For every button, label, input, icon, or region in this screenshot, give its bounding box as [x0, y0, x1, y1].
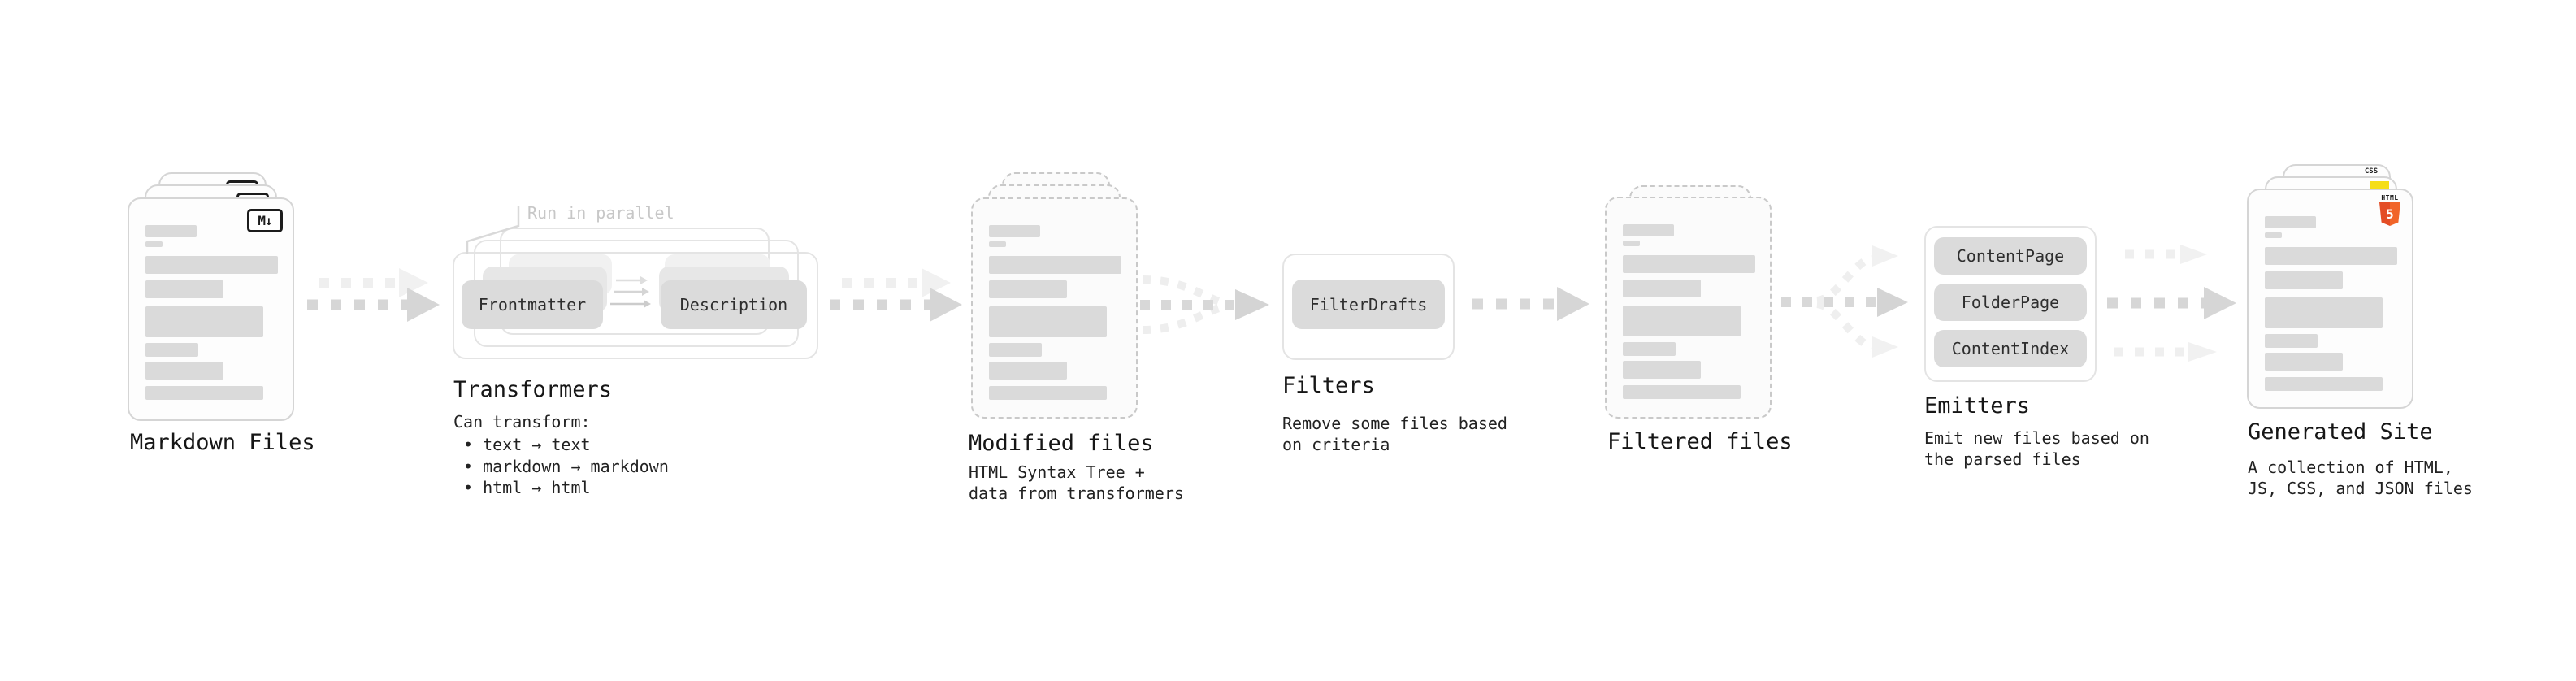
- placeholder-line: [2265, 297, 2383, 328]
- markdown-file-card-front: M↓: [128, 197, 294, 421]
- bullet-item: • text → text: [463, 435, 591, 454]
- placeholder-line: [2265, 271, 2343, 289]
- placeholder-line: [145, 386, 263, 400]
- html-file-card: HTML 5: [2247, 189, 2413, 409]
- folderpage-chip: FolderPage: [1934, 284, 2087, 321]
- transformers-bullet-list: • text → text • markdown → markdown • ht…: [453, 434, 669, 499]
- placeholder-line: [145, 225, 197, 237]
- placeholder-line: [145, 241, 163, 247]
- placeholder-line: [1623, 280, 1701, 297]
- placeholder-line: [2265, 334, 2318, 348]
- placeholder-line: [2265, 377, 2383, 391]
- merge-arrow-icon: [1140, 275, 1269, 334]
- placeholder-line: [989, 225, 1040, 237]
- contentindex-chip: ContentIndex: [1934, 330, 2087, 367]
- description-chip: Description: [661, 280, 807, 329]
- filtered-file-card-front: [1605, 197, 1772, 419]
- flow-arrow-icon: [307, 268, 440, 322]
- markdown-icon: M↓: [247, 209, 283, 232]
- html5-icon: HTML 5: [2379, 194, 2401, 226]
- filtered-files-title: Filtered files: [1607, 429, 1793, 454]
- placeholder-line: [1623, 224, 1674, 236]
- placeholder-line: [145, 362, 223, 380]
- placeholder-line: [145, 280, 223, 298]
- placeholder-line: [1623, 385, 1741, 399]
- leader-line-icon: [466, 206, 520, 254]
- placeholder-line: [989, 386, 1107, 400]
- markdown-files-title: Markdown Files: [130, 430, 315, 455]
- flow-arrow-icon: [1472, 287, 1589, 321]
- run-in-parallel-note: Run in parallel: [527, 203, 674, 223]
- placeholder-line: [1623, 361, 1701, 379]
- modified-files-title: Modified files: [969, 431, 1154, 456]
- placeholder-line: [989, 362, 1067, 380]
- placeholder-line: [145, 306, 263, 337]
- filters-box: [1282, 254, 1455, 360]
- transform-arrows-icon: [610, 276, 651, 308]
- filters-title: Filters: [1282, 373, 1375, 398]
- generated-site-caption: A collection of HTML, JS, CSS, and JSON …: [2248, 458, 2473, 498]
- placeholder-line: [989, 280, 1067, 298]
- flow-arrow-icon: [830, 268, 962, 322]
- placeholder-line: [1623, 255, 1755, 273]
- transformer-layer-box-front: [453, 252, 818, 359]
- emitters-box: [1924, 226, 2097, 382]
- generated-site-title: Generated Site: [2248, 419, 2433, 445]
- modified-files-caption: HTML Syntax Tree + data from transformer…: [969, 462, 1184, 503]
- placeholder-line: [145, 343, 198, 357]
- placeholder-line: [989, 241, 1006, 247]
- placeholder-line: [145, 256, 278, 274]
- frontmatter-chip: Frontmatter: [462, 280, 603, 329]
- placeholder-line: [989, 306, 1107, 337]
- filterdrafts-chip: FilterDrafts: [1292, 280, 1445, 329]
- placeholder-line: [2265, 353, 2343, 371]
- js-icon: [2370, 181, 2389, 189]
- modified-file-card-front: [971, 197, 1138, 419]
- placeholder-line: [1623, 306, 1741, 336]
- filters-caption: Remove some files based on criteria: [1282, 414, 1507, 454]
- contentpage-chip: ContentPage: [1934, 237, 2087, 275]
- placeholder-line: [2265, 216, 2316, 228]
- placeholder-line: [989, 343, 1042, 357]
- placeholder-line: [1623, 342, 1676, 356]
- bullet-item: • html → html: [463, 478, 591, 497]
- emitters-title: Emitters: [1924, 393, 2031, 419]
- fanout-arrow-icon: [1781, 245, 1908, 358]
- transformers-title: Transformers: [453, 377, 613, 402]
- transformers-caption-heading: Can transform:: [453, 412, 591, 432]
- emitters-caption: Emit new files based on the parsed files: [1924, 428, 2149, 469]
- placeholder-line: [2265, 247, 2397, 265]
- placeholder-line: [2265, 232, 2282, 238]
- placeholder-line: [989, 256, 1121, 274]
- placeholder-line: [1623, 241, 1640, 246]
- multi-arrow-icon: [2107, 245, 2236, 362]
- bullet-item: • markdown → markdown: [463, 456, 669, 476]
